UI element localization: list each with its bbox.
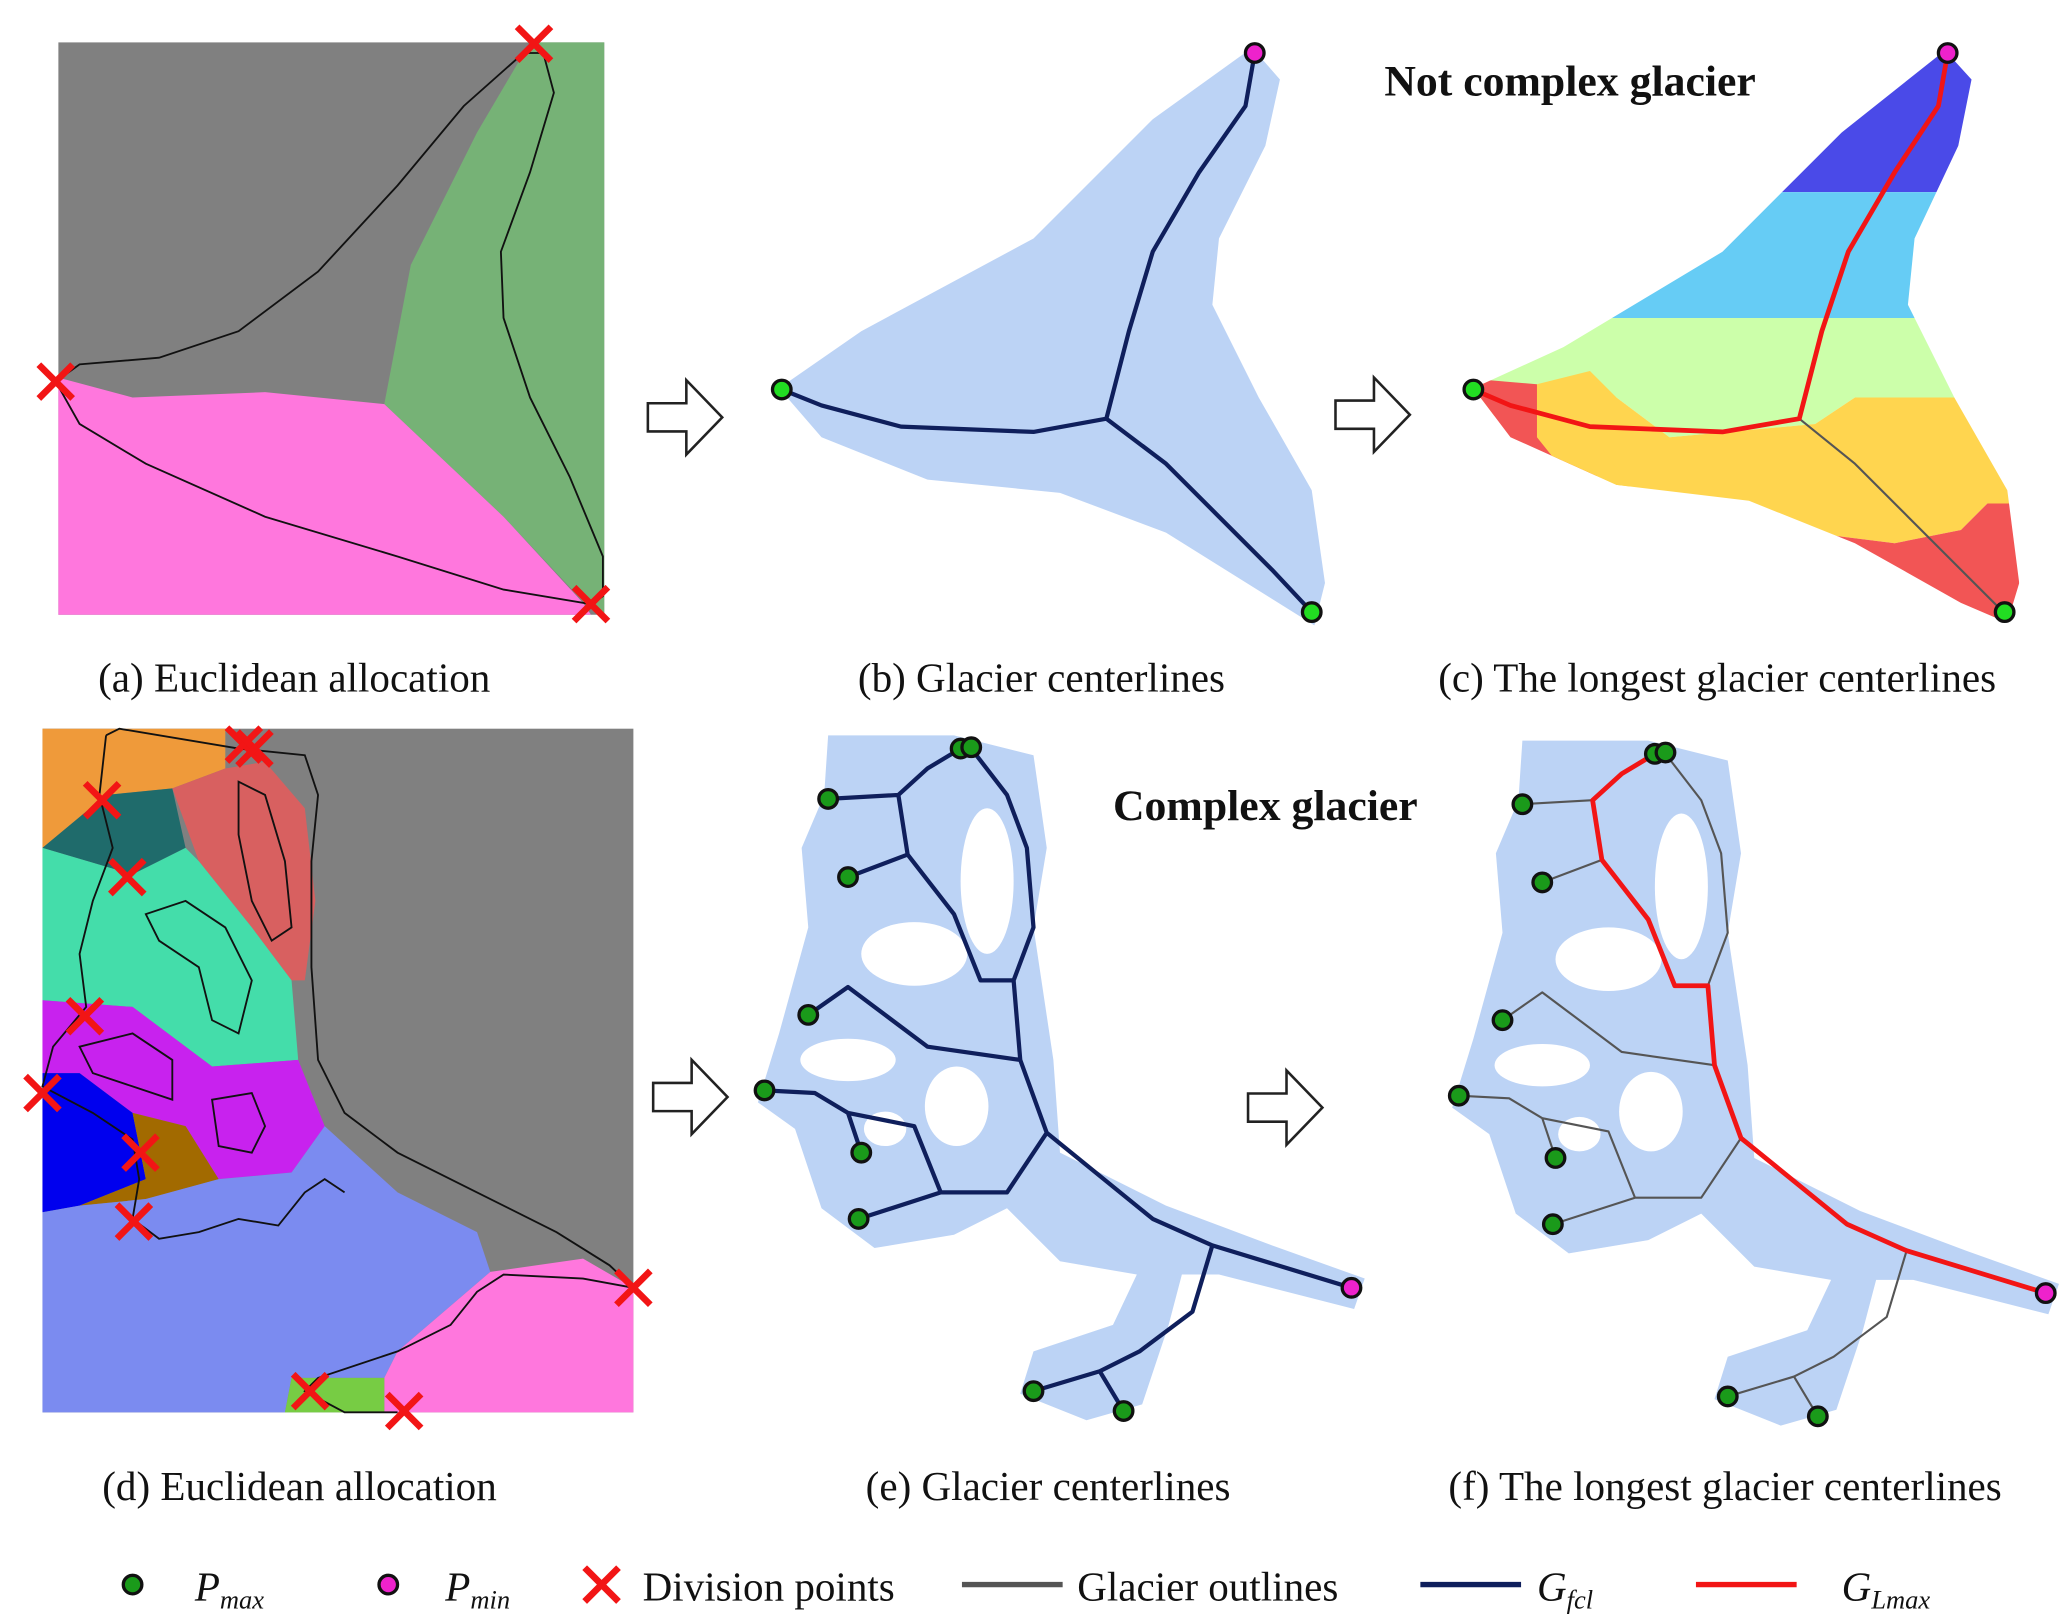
legend-glacier-outlines: Glacier outlines (1077, 1563, 1338, 1609)
legend-glmax: GLmax (1842, 1563, 1931, 1614)
pmax-point (770, 378, 793, 401)
pmax-point (1544, 1147, 1567, 1169)
pmax-point (850, 1141, 873, 1164)
pmax-point (817, 787, 840, 810)
pmax-point (960, 736, 983, 759)
caption-f: (f) The longest glacier centerlines (1448, 1463, 2001, 1509)
pmax-point (1716, 1385, 1739, 1408)
panel-a-euclidean-allocation: (a) Euclidean allocation (41, 29, 605, 701)
pmax-point (1993, 601, 2016, 624)
right-arrow-icon (1334, 376, 1412, 454)
legend-division-points: Division points (643, 1563, 895, 1609)
pmin-legend-icon (377, 1573, 400, 1596)
pmin-point (2034, 1282, 2057, 1305)
division-point-legend-icon (587, 1570, 616, 1599)
caption-e: (e) Glacier centerlines (866, 1463, 1231, 1509)
pmax-point (1654, 741, 1677, 764)
pmin-point (1936, 42, 1959, 64)
caption-d: (d) Euclidean allocation (102, 1463, 497, 1509)
pmax-point (1511, 793, 1534, 816)
caption-c: (c) The longest glacier centerlines (1438, 655, 1996, 701)
pmax-point (837, 866, 859, 889)
legend-pmax: Pmax (194, 1563, 264, 1614)
title-complex-glacier: Complex glacier (1113, 782, 1418, 830)
pmax-point (1462, 378, 1485, 401)
pmax-point (1112, 1400, 1135, 1422)
title-not-complex-glacier: Not complex glacier (1384, 57, 1755, 105)
pmax-point (1491, 1009, 1514, 1032)
panel-c-longest-centerlines: (c) The longest glacier centerlines (1438, 42, 2020, 701)
pmax-point (753, 1079, 776, 1102)
pmax-point (1447, 1084, 1470, 1107)
pmax-point (1531, 871, 1554, 894)
panel-e-glacier-centerlines: (e) Glacier centerlines (753, 735, 1365, 1509)
right-arrow-icon (1246, 1069, 1324, 1147)
pmax-point (847, 1207, 870, 1230)
legend-gfcl: Gfcl (1537, 1563, 1593, 1614)
legend-pmin: Pmin (444, 1563, 510, 1614)
panel-d-euclidean-allocation: (d) Euclidean allocation (28, 729, 648, 1509)
pmax-point (1022, 1380, 1045, 1403)
panel-b-glacier-centerlines: (b) Glacier centerlines (770, 42, 1325, 701)
right-arrow-icon (646, 378, 724, 456)
pmax-point (1541, 1213, 1564, 1236)
pmax-point (1806, 1405, 1829, 1428)
caption-b: (b) Glacier centerlines (858, 655, 1225, 701)
pmin-point (1340, 1276, 1363, 1299)
pmax-point (1300, 601, 1323, 624)
right-arrow-icon (651, 1058, 729, 1136)
pmin-point (1243, 42, 1266, 64)
legend: Pmax Pmin Division points Glacier outlin… (121, 1563, 1931, 1614)
panel-f-longest-centerlines: (f) The longest glacier centerlines (1447, 740, 2059, 1509)
pmax-point (797, 1003, 820, 1026)
pmax-legend-icon (121, 1573, 144, 1596)
caption-a: (a) Euclidean allocation (98, 655, 490, 701)
